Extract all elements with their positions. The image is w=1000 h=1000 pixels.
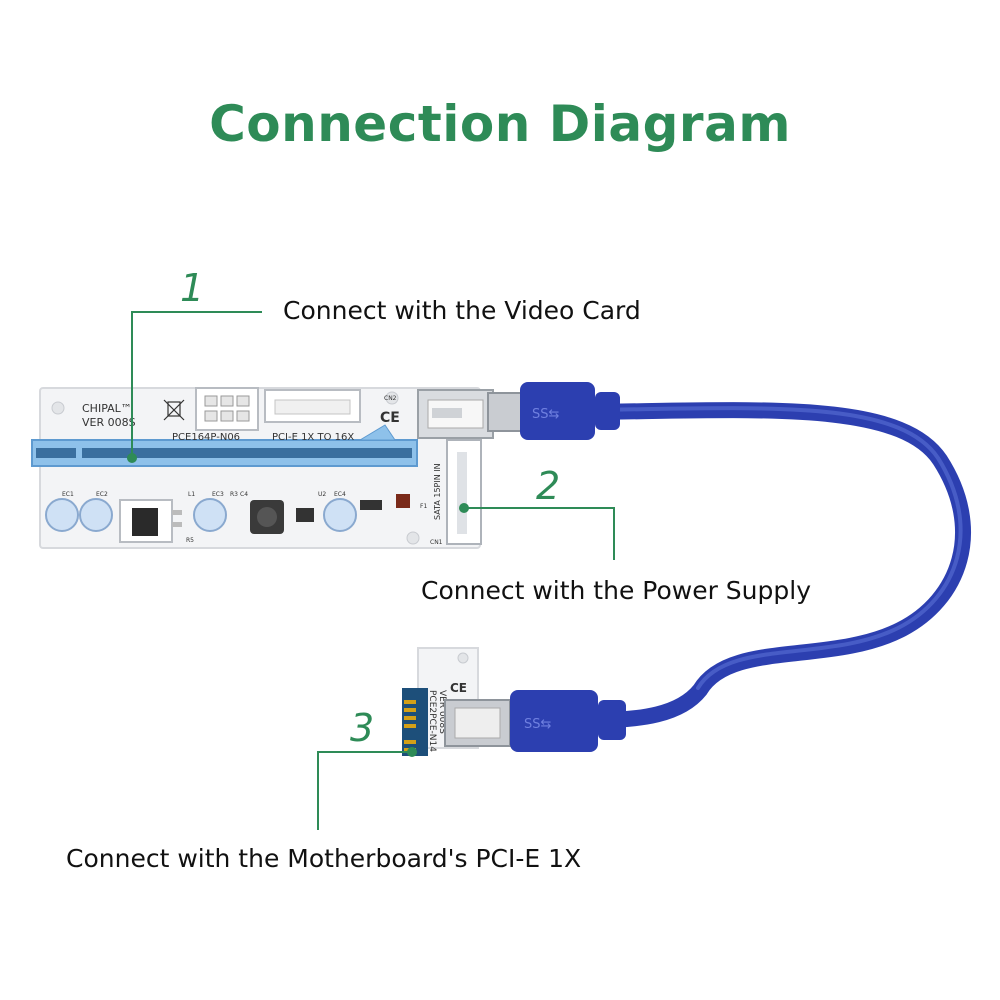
component-label: R3 bbox=[230, 491, 238, 498]
board-version: VER 008S bbox=[82, 416, 136, 429]
usb-plug-top: SS⇆ bbox=[487, 382, 620, 440]
ce-mark-icon: CE bbox=[380, 410, 400, 426]
leader-line-1 bbox=[131, 311, 262, 458]
callout-label-video-card: Connect with the Video Card bbox=[283, 296, 641, 325]
svg-text:SS⇆: SS⇆ bbox=[532, 407, 560, 422]
component-label: CN1 bbox=[430, 539, 443, 546]
component-label: EC3 bbox=[212, 491, 224, 498]
component-label: CN2 bbox=[384, 395, 397, 402]
component-label: EC1 bbox=[62, 491, 74, 498]
callout-number-2: 2 bbox=[536, 464, 561, 508]
callout-label-motherboard: Connect with the Motherboard's PCI-E 1X bbox=[66, 844, 582, 873]
svg-text:CE: CE bbox=[450, 681, 467, 695]
board-usb-port bbox=[417, 389, 494, 439]
component-labels: EC1 EC2 L1 EC3 R3 C4 U2 EC4 R5 CN1 CN2 F… bbox=[62, 395, 443, 546]
sata-label: SATA 15PIN IN bbox=[433, 463, 442, 520]
board-model: PCE164P-N06 bbox=[172, 432, 240, 443]
six-pin-connector bbox=[195, 387, 259, 431]
adapter-version: VER 008S bbox=[437, 690, 447, 734]
callout-number-3: 3 bbox=[350, 706, 375, 750]
pcie-x16-slot bbox=[31, 424, 418, 467]
component-label: EC4 bbox=[334, 491, 346, 498]
usb3-ss-icon: SS⇆ bbox=[532, 407, 560, 422]
component-label: EC2 bbox=[96, 491, 108, 498]
callout-number-1: 1 bbox=[180, 266, 205, 310]
board-spec: PCI-E 1X TO 16X bbox=[272, 432, 354, 443]
component-label: F1 bbox=[420, 503, 427, 510]
usb-cable bbox=[582, 402, 971, 728]
component-label: U2 bbox=[318, 491, 326, 498]
svg-text:SS⇆: SS⇆ bbox=[524, 717, 552, 732]
usb-plug-bottom: SS⇆ bbox=[444, 690, 626, 752]
component-label: L1 bbox=[188, 491, 195, 498]
board-brand: CHIPAL™ bbox=[82, 402, 132, 415]
usb3-ss-icon: SS⇆ bbox=[524, 717, 552, 732]
svg-text:CE: CE bbox=[380, 410, 400, 426]
riser-board: CHIPAL™ VER 008S PCE164P-N06 PCI-E 1X TO… bbox=[31, 387, 494, 549]
capacitors bbox=[45, 498, 357, 532]
callout-label-power-supply: Connect with the Power Supply bbox=[421, 576, 812, 605]
sata-connector bbox=[446, 439, 482, 545]
adapter-model: PCE2PCE-N14 bbox=[427, 690, 437, 752]
leader-line-2 bbox=[464, 507, 615, 560]
diagram-title: Connection Diagram bbox=[209, 95, 791, 153]
molex-connector bbox=[264, 389, 361, 423]
voltage-regulator bbox=[119, 499, 182, 543]
component-label: C4 bbox=[240, 491, 248, 498]
ce-mark-icon: CE bbox=[450, 681, 467, 695]
component-label: R5 bbox=[186, 537, 194, 544]
leader-lines bbox=[127, 311, 615, 830]
leader-line-3 bbox=[317, 751, 412, 830]
weee-bin-icon bbox=[163, 399, 185, 421]
